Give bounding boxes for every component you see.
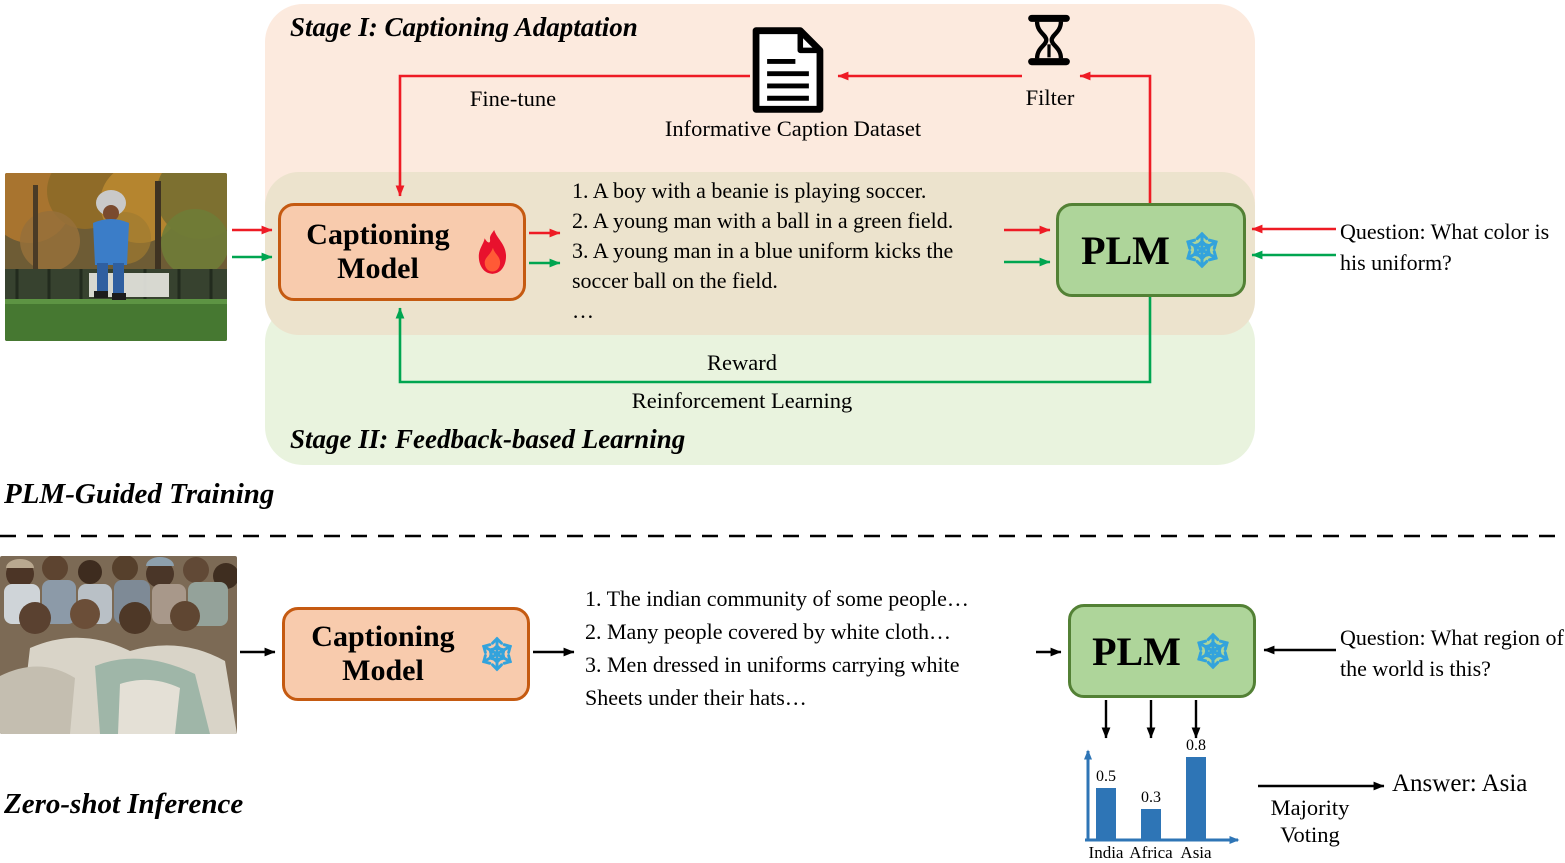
captioning-model-label: Captioning Model — [306, 218, 450, 285]
caption-line: 1. The indian community of some people… — [585, 586, 969, 611]
majority-voting-label: Majority Voting — [1270, 795, 1350, 847]
bar-rect — [1141, 808, 1161, 840]
chart-axes — [1084, 749, 1240, 844]
bar-category-label: India — [1088, 843, 1124, 862]
bar-value-label: 0.8 — [1186, 737, 1206, 755]
bar-value-label: 0.5 — [1096, 768, 1116, 786]
caption-line: 3. Men dressed in uniforms carrying whit… — [585, 652, 960, 677]
caption-list-training: 1. A boy with a beanie is playing soccer… — [572, 176, 1012, 326]
caption-line: Sheets under their hats… — [585, 685, 807, 710]
caption-line: 2. Many people covered by white cloth… — [585, 619, 951, 644]
plm-label: PLM — [1081, 227, 1170, 273]
captioning-model-label: Captioning Model — [311, 620, 455, 687]
hourglass-icon — [1026, 14, 1072, 66]
captioning-model-box-inference: Captioning Model — [282, 607, 530, 701]
snowflake-icon — [1194, 630, 1232, 672]
bar-value-label: 0.3 — [1141, 789, 1161, 807]
captioning-model-box-training: Captioning Model — [278, 203, 526, 301]
bar-category-label: Africa — [1129, 843, 1173, 862]
dataset-label: Informative Caption Dataset — [664, 116, 922, 141]
section-label-inference: Zero-shot Inference — [4, 788, 244, 820]
snowflake-icon — [1183, 229, 1221, 271]
plm-box-training: PLM — [1056, 203, 1246, 297]
caption-line: soccer ball on the field. — [572, 268, 778, 293]
document-icon — [750, 27, 826, 113]
stage2-title: Stage II: Feedback-based Learning — [290, 424, 686, 454]
section-label-training: PLM-Guided Training — [4, 478, 275, 510]
caption-line: 2. A young man with a ball in a green fi… — [572, 208, 954, 233]
reward-label: Reward — [707, 350, 777, 375]
soccer-player-photo — [5, 173, 227, 341]
stage1-title: Stage I: Captioning Adaptation — [290, 12, 638, 42]
fire-icon — [474, 229, 512, 275]
bar-category-label: Asia — [1180, 843, 1212, 862]
caption-line: … — [572, 298, 594, 323]
reinforcement-learning-label: Reinforcement Learning — [631, 388, 853, 413]
question-inference: Question: What region of the world is th… — [1340, 625, 1564, 681]
plm-label: PLM — [1092, 628, 1181, 674]
question-training: Question: What color is his uniform? — [1340, 219, 1550, 275]
caption-line: 3. A young man in a blue uniform kicks t… — [572, 238, 954, 263]
plm-box-inference: PLM — [1068, 604, 1256, 698]
fine-tune-label: Fine-tune — [469, 86, 557, 111]
bar-rect — [1186, 756, 1206, 840]
caption-list-inference: 1. The indian community of some people… … — [585, 582, 1045, 714]
filter-label: Filter — [1025, 85, 1075, 110]
crowd-photo — [0, 556, 237, 734]
answer-label: Answer: Asia — [1392, 770, 1528, 797]
bar-rect — [1096, 788, 1116, 840]
caption-line: 1. A boy with a beanie is playing soccer… — [572, 178, 927, 203]
snowflake-icon — [479, 634, 515, 674]
